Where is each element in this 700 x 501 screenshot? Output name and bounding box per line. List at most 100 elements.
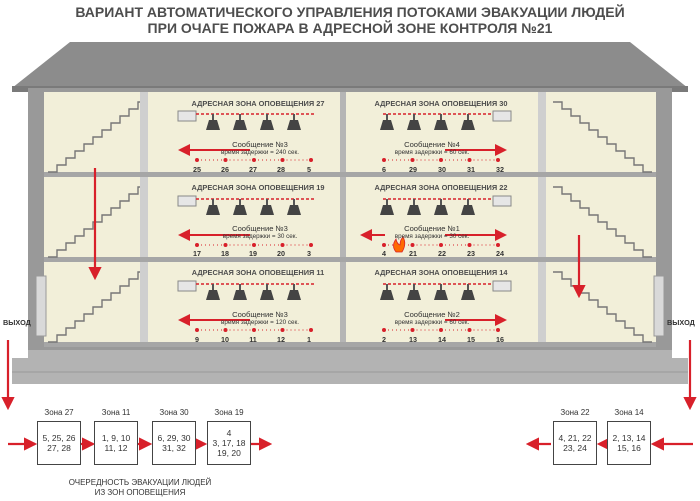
queue-zone-box: 2, 13, 14 15, 16 [607, 421, 651, 465]
floor-slab [44, 172, 656, 177]
message-delay: время задержки = 60 сек. [394, 149, 470, 156]
detector-icon [309, 328, 313, 332]
speaker-icon [206, 205, 220, 215]
zone-header-14: АДРЕСНАЯ ЗОНА ОПОВЕЩЕНИЯ 14 [374, 268, 508, 277]
queue-zone-heading: Зона 27 [44, 408, 74, 417]
control-panel [177, 110, 197, 122]
zone-header-27: АДРЕСНАЯ ЗОНА ОПОВЕЩЕНИЯ 27 [191, 99, 325, 108]
door-frame [538, 262, 546, 342]
detector-label: 29 [409, 165, 417, 174]
door-frame [538, 92, 546, 172]
floor-interior [44, 92, 656, 172]
speaker-icon [434, 290, 448, 300]
detector-label: 1 [307, 335, 311, 344]
message-title: Сообщение №2 [404, 310, 460, 319]
floor-slab [44, 342, 656, 347]
speaker-mount [413, 199, 415, 205]
speaker-mount [212, 284, 214, 290]
speaker-mount [266, 199, 268, 205]
stair-flight [553, 101, 652, 173]
zone-header-22: АДРЕСНАЯ ЗОНА ОПОВЕЩЕНИЯ 22 [374, 183, 508, 192]
control-panel [177, 195, 197, 207]
detector-label: 4 [382, 249, 386, 258]
door-frame [140, 92, 148, 172]
speaker-icon [287, 290, 301, 300]
queue-zone-heading: Зона 19 [214, 408, 244, 417]
speaker-mount [266, 284, 268, 290]
queue-caption: ОЧЕРЕДНОСТЬ ЭВАКУАЦИИ ЛЮДЕЙ ИЗ ЗОН ОПОВЕ… [68, 478, 212, 497]
message-zone-22: Сообщение №1 время задержки = 30 сек. [377, 225, 487, 241]
stair-flight [48, 271, 147, 343]
speaker-icon [380, 205, 394, 215]
detector-label: 31 [467, 165, 475, 174]
zone-header-11: АДРЕСНАЯ ЗОНА ОПОВЕЩЕНИЯ 11 [191, 268, 325, 277]
detector-label: 6 [382, 165, 386, 174]
speaker-mount [467, 199, 469, 205]
speaker-icon [380, 120, 394, 130]
speaker-icon [380, 290, 394, 300]
exit-door [653, 275, 665, 337]
foundation [12, 350, 688, 384]
detector-label: 30 [438, 165, 446, 174]
speaker-mount [239, 284, 241, 290]
detector-label: 22 [438, 249, 446, 258]
detector-icon [496, 328, 500, 332]
detector-label: 5 [307, 165, 311, 174]
speaker-icon [287, 120, 301, 130]
detector-label: 27 [249, 165, 257, 174]
message-title: Сообщение №3 [232, 140, 288, 149]
queue-zone-box: 6, 29, 30 31, 32 [152, 421, 196, 465]
speaker-mount [293, 284, 295, 290]
message-zone-19: Сообщение №3 время задержки = 30 сек. [205, 225, 315, 241]
stair-flight [48, 186, 147, 258]
detector-label: 28 [277, 165, 285, 174]
detector-label: 15 [467, 335, 475, 344]
title-line-2: ПРИ ОЧАГЕ ПОЖАРА В АДРЕСНОЙ ЗОНЕ КОНТРОЛ… [147, 20, 553, 36]
speaker-icon [434, 205, 448, 215]
speaker-icon [260, 290, 274, 300]
speaker-mount [440, 284, 442, 290]
speaker-icon [233, 120, 247, 130]
detector-label: 17 [193, 249, 201, 258]
queue-zone-box: 5, 25, 26 27, 28 [37, 421, 81, 465]
speaker-icon [233, 205, 247, 215]
speaker-mount [266, 114, 268, 120]
speaker-mount [386, 284, 388, 290]
speaker-icon [260, 120, 274, 130]
message-title: Сообщение №1 [404, 224, 460, 233]
detector-icon [309, 158, 313, 162]
message-zone-14: Сообщение №2 время задержки = 60 сек. [377, 311, 487, 327]
speaker-icon [206, 290, 220, 300]
queue-zone-box: 4 3, 17, 18 19, 20 [207, 421, 251, 465]
control-panel [492, 110, 512, 122]
stair-flight [553, 271, 652, 343]
speaker-mount [467, 114, 469, 120]
speaker-mount [413, 284, 415, 290]
detector-label: 12 [277, 335, 285, 344]
detector-label: 23 [467, 249, 475, 258]
detector-label: 2 [382, 335, 386, 344]
roof [12, 42, 688, 88]
speaker-mount [212, 199, 214, 205]
detector-label: 21 [409, 249, 417, 258]
speaker-mount [386, 199, 388, 205]
message-zone-27: Сообщение №3 время задержки = 240 сек. [205, 141, 315, 157]
detector-label: 16 [496, 335, 504, 344]
zone-header-19: АДРЕСНАЯ ЗОНА ОПОВЕЩЕНИЯ 19 [191, 183, 325, 192]
detector-label: 10 [221, 335, 229, 344]
control-panel [492, 195, 512, 207]
detector-label: 14 [438, 335, 446, 344]
queue-zone-box: 4, 21, 22 23, 24 [553, 421, 597, 465]
door-frame [538, 177, 546, 257]
detector-label: 3 [307, 249, 311, 258]
speaker-icon [407, 205, 421, 215]
message-delay: время задержки = 60 сек. [394, 319, 470, 326]
zone-header-30: АДРЕСНАЯ ЗОНА ОПОВЕЩЕНИЯ 30 [374, 99, 508, 108]
speaker-icon [461, 205, 475, 215]
speaker-mount [212, 114, 214, 120]
speaker-icon [461, 290, 475, 300]
speaker-mount [293, 199, 295, 205]
detector-label: 32 [496, 165, 504, 174]
speaker-icon [461, 120, 475, 130]
exit-label-left: ВЫХОД [3, 318, 31, 327]
